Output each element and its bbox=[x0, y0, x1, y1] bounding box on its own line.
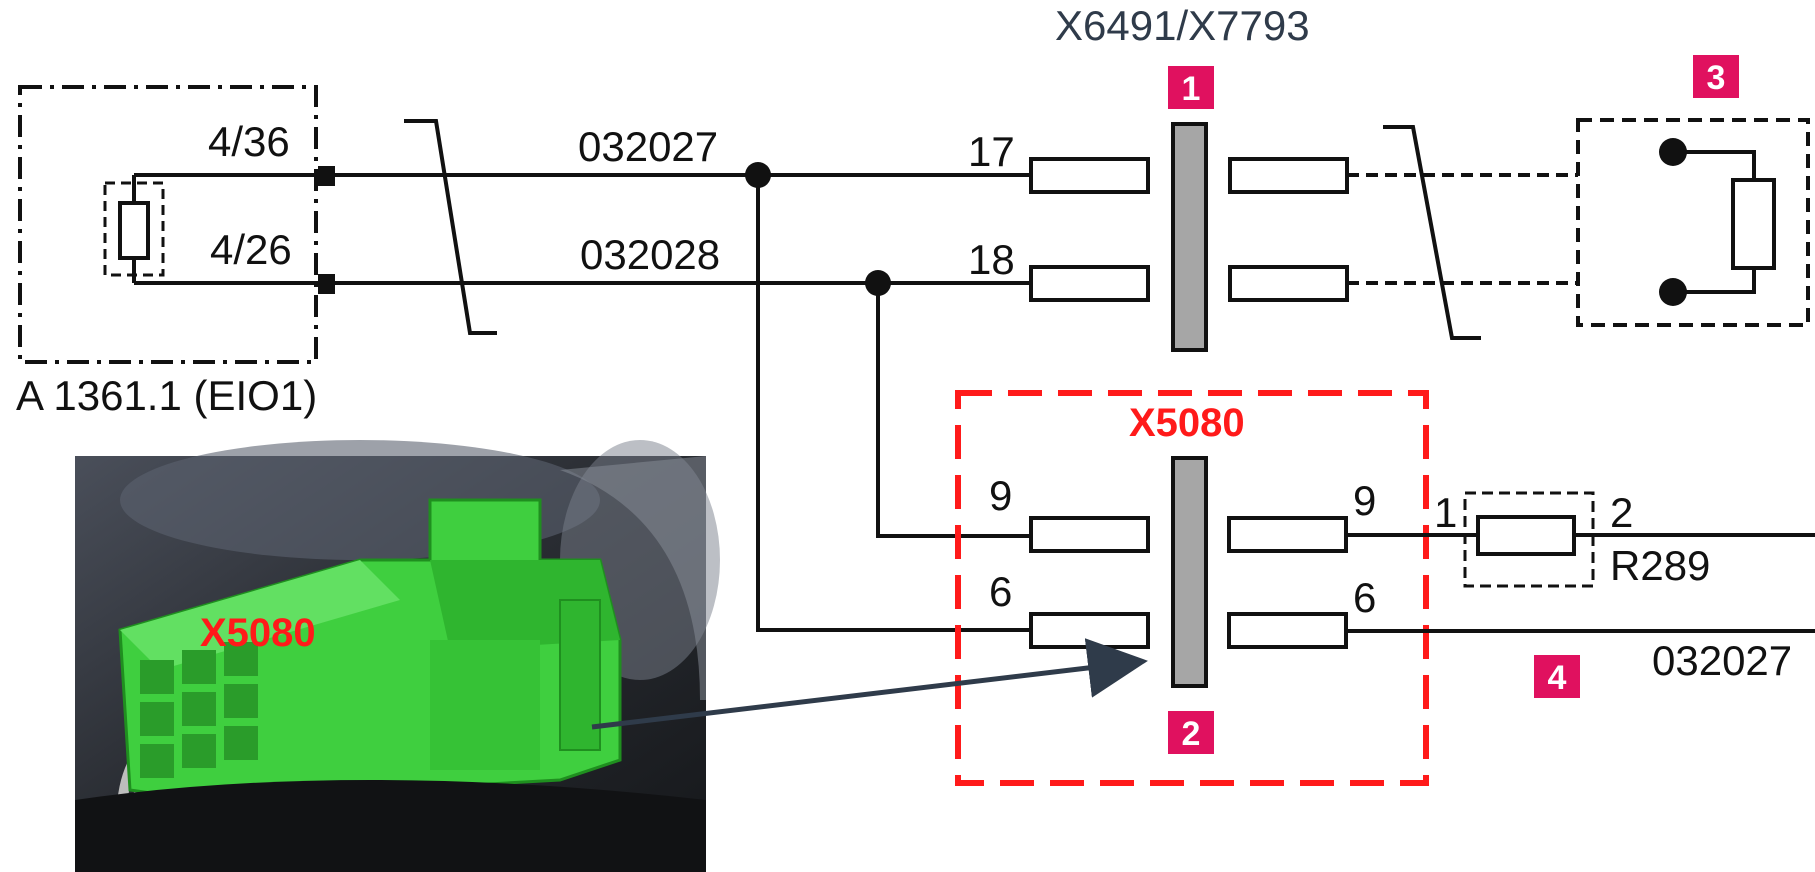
connector-main-pin-top: 17 bbox=[968, 128, 1015, 175]
badge-3: 3 bbox=[1693, 55, 1739, 98]
connector-x5080: X5080 9 6 9 6 bbox=[955, 390, 1429, 786]
wire-label-bottom: 032028 bbox=[580, 231, 720, 278]
wire-label-top: 032027 bbox=[578, 123, 718, 170]
ecu-name-label: A 1361.1 (EIO1) bbox=[16, 372, 317, 419]
ecu-pin-top-label: 4/36 bbox=[208, 118, 290, 165]
badge-2: 2 bbox=[1168, 711, 1214, 754]
svg-text:1: 1 bbox=[1182, 70, 1201, 108]
photo-x5080-label: X5080 bbox=[200, 611, 316, 655]
component-3-wiring bbox=[1347, 118, 1810, 340]
resistor-r289: 1 2 R289 032027 bbox=[1346, 489, 1815, 684]
main-wires: 032027 032028 bbox=[335, 119, 1030, 632]
connector-photo: X5080 bbox=[75, 440, 720, 872]
badge-4: 4 bbox=[1534, 655, 1580, 698]
ecu-pin-bottom-label: 4/26 bbox=[210, 226, 292, 273]
connector-x5080-name: X5080 bbox=[1129, 401, 1245, 445]
x5080-pin-left-bottom: 6 bbox=[989, 568, 1012, 615]
resistor-name: R289 bbox=[1610, 542, 1710, 589]
connector-main: X6491/X7793 17 18 bbox=[968, 2, 1349, 352]
connector-main-name: X6491/X7793 bbox=[1055, 2, 1310, 49]
svg-text:2: 2 bbox=[1182, 715, 1201, 753]
badge-1: 1 bbox=[1168, 66, 1214, 109]
x5080-pin-left-top: 9 bbox=[989, 472, 1012, 519]
svg-text:4: 4 bbox=[1548, 659, 1567, 697]
wire-label-right: 032027 bbox=[1652, 637, 1792, 684]
x5080-pin-right-bottom: 6 bbox=[1353, 574, 1376, 621]
resistor-pin-2: 2 bbox=[1610, 489, 1633, 536]
photo-pointer-arrow bbox=[591, 638, 1148, 730]
x5080-pin-right-top: 9 bbox=[1353, 477, 1376, 524]
ecu-module: 4/36 4/26 A 1361.1 (EIO1) bbox=[16, 85, 335, 419]
svg-text:3: 3 bbox=[1707, 59, 1726, 97]
connector-main-pin-bottom: 18 bbox=[968, 236, 1015, 283]
resistor-pin-1: 1 bbox=[1434, 489, 1457, 536]
